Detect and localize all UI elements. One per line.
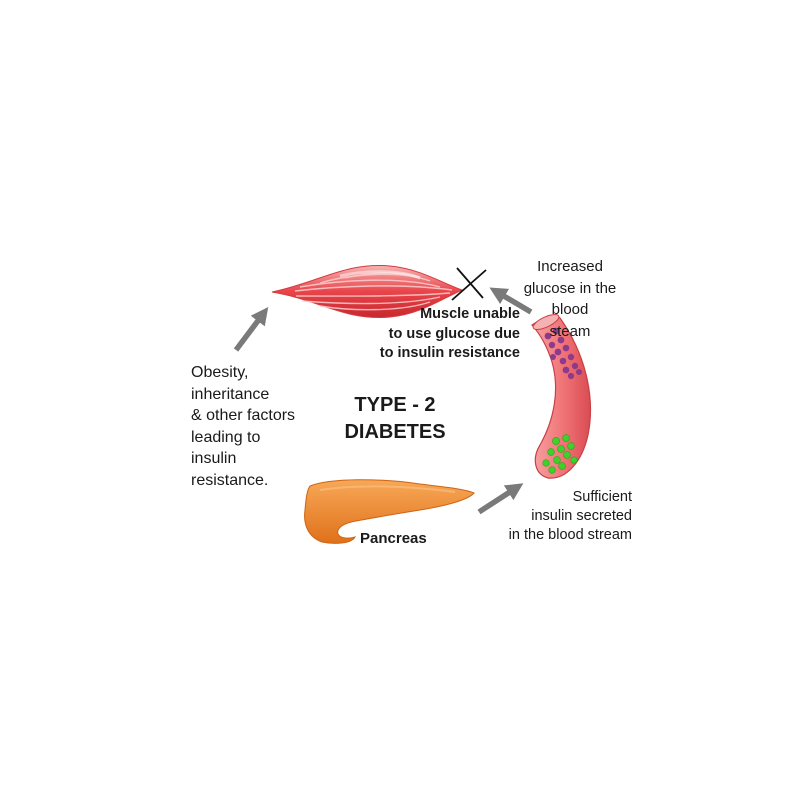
title-line-1: TYPE - 2 — [354, 394, 436, 416]
blood-vessel-icon — [531, 314, 591, 479]
diagram-title: TYPE - 2 DIABETES — [330, 392, 460, 446]
arrow-pancreas-to-vessel — [477, 483, 524, 515]
label-muscle-unable: Muscle unable to use glucose due to insu… — [379, 306, 520, 361]
label-sufficient-insulin: Sufficient insulin secreted in the blood… — [508, 489, 632, 543]
arrow-obesity-to-muscle — [233, 306, 269, 352]
cross-mark-icon — [451, 267, 487, 301]
cycle-arrows — [233, 287, 533, 515]
pancreas-icon — [304, 479, 475, 544]
label-increased-glucose: Increased glucose in the blood steam — [523, 258, 617, 340]
label-pancreas: Pancreas — [360, 530, 427, 547]
label-obesity-factors: Obesity, inheritance & other factors lea… — [191, 364, 296, 489]
muscle-fiber-icon — [271, 264, 464, 319]
title-line-2: DIABETES — [344, 421, 446, 443]
arrow-glucose-to-muscle — [489, 287, 533, 315]
